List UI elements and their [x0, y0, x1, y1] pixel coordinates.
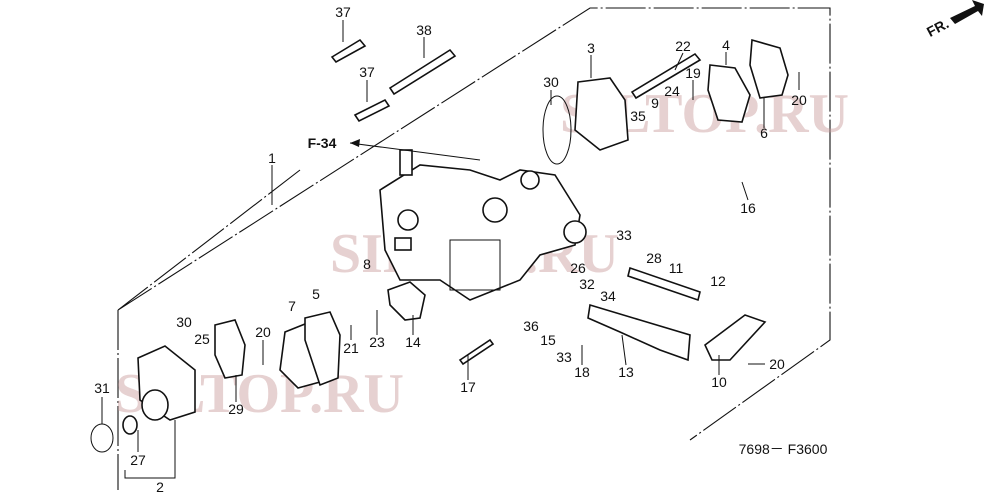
- bracket-14: [387, 281, 426, 321]
- gasket-5: [304, 311, 341, 387]
- callout: 8: [363, 256, 371, 272]
- bolt-37: [353, 98, 391, 123]
- gasket-29: [214, 319, 246, 379]
- callout: 13: [618, 364, 634, 380]
- callout: 23: [369, 334, 385, 350]
- callout: 33: [556, 349, 572, 365]
- bolt-22: [630, 52, 702, 100]
- callout: 25: [194, 331, 210, 347]
- callout: 31: [94, 380, 110, 396]
- callout: 30: [543, 74, 559, 90]
- callout: 32: [579, 276, 595, 292]
- callout: 36: [523, 318, 539, 334]
- callout: 18: [574, 364, 590, 380]
- callout: 33: [616, 227, 632, 243]
- callout: 26: [570, 260, 586, 276]
- leader-lines: [101, 20, 800, 479]
- diagram-code: 7698－ F3600: [739, 441, 828, 457]
- callout: 20: [255, 324, 271, 340]
- callout: 24: [664, 83, 680, 99]
- callout: 2: [156, 479, 164, 495]
- callout: 15: [540, 332, 556, 348]
- seal-27: [122, 415, 138, 435]
- callout: 9: [651, 95, 659, 111]
- callout: 16: [740, 200, 756, 216]
- callout: 38: [416, 22, 432, 38]
- callout: 21: [343, 340, 359, 356]
- callout: 29: [228, 401, 244, 417]
- callout: 27: [130, 452, 146, 468]
- callout: 12: [710, 273, 726, 289]
- reference-leader: [349, 142, 481, 161]
- callout: 37: [335, 4, 351, 20]
- callout: 28: [646, 250, 662, 266]
- front-arrow-icon: [950, 0, 984, 24]
- callout: 1: [268, 150, 276, 166]
- o-ring-30-top: [542, 95, 572, 165]
- callout: 6: [760, 125, 768, 141]
- arm-10: [704, 314, 767, 361]
- gasket-4: [707, 64, 751, 123]
- callout: 20: [791, 92, 807, 108]
- callout: 11: [669, 260, 684, 276]
- callout: 22: [675, 38, 691, 54]
- callout: 10: [711, 374, 727, 390]
- callout: 4: [722, 37, 730, 53]
- reference-f34: F-34: [308, 135, 337, 151]
- cover-6: [749, 38, 789, 99]
- o-ring-31: [90, 423, 114, 453]
- spring-17: [458, 338, 495, 366]
- direction-marker: FR.: [924, 15, 951, 40]
- callout: 34: [600, 288, 616, 304]
- callout: 20: [769, 356, 785, 372]
- callout: 37: [359, 64, 375, 80]
- main-housing: [379, 149, 587, 301]
- callout: 35: [630, 108, 646, 124]
- callout: 7: [288, 298, 296, 314]
- callout: 14: [405, 334, 421, 350]
- bolt-38: [388, 48, 457, 96]
- callout: 30: [176, 314, 192, 330]
- callout-labels: 37 38 37 1 3 30 22 4 19 9 24 35 20 6 16 …: [94, 4, 807, 495]
- callout: 5: [312, 286, 320, 302]
- callout: 19: [685, 65, 701, 81]
- shaft-13: [587, 303, 691, 362]
- callout: 3: [587, 40, 595, 56]
- cover-3: [574, 77, 629, 151]
- shaft-11: [627, 266, 701, 302]
- assembly-frame: [117, 7, 831, 490]
- bolt-37-top: [330, 38, 367, 64]
- callout: 17: [460, 379, 476, 395]
